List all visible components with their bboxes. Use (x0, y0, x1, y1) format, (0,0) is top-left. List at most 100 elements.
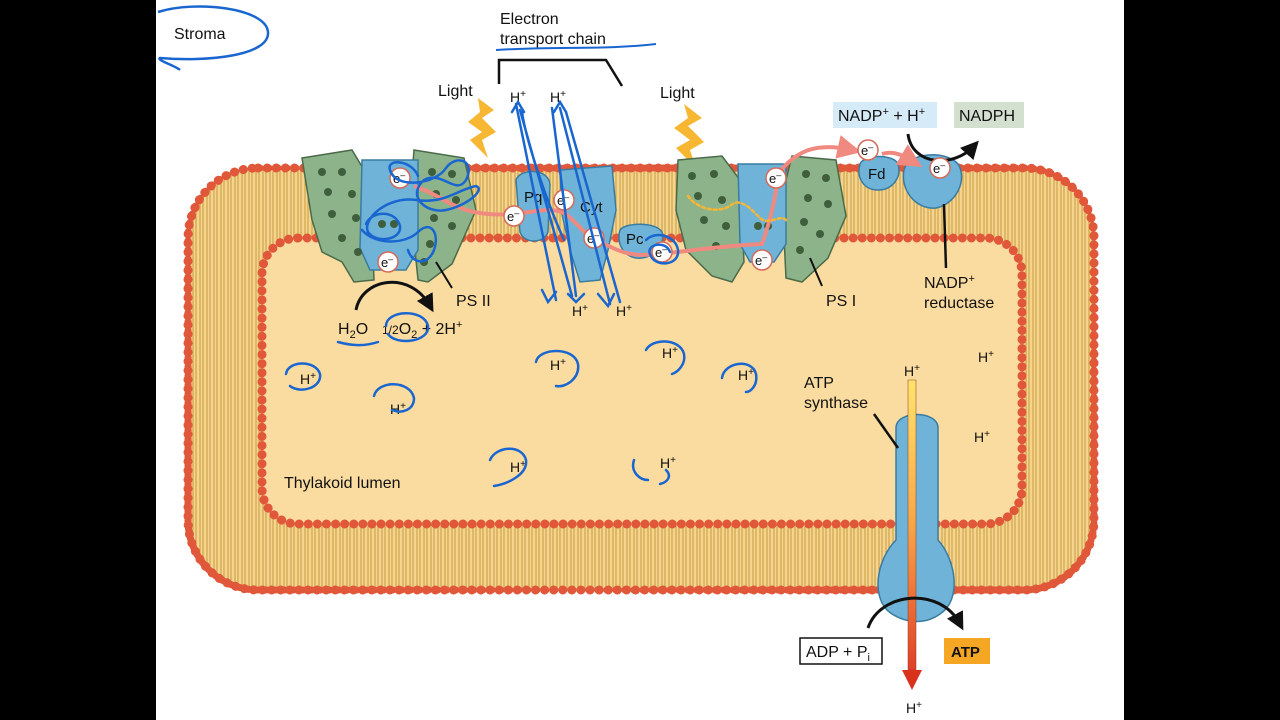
proton-lumen-4: H+ (390, 401, 406, 417)
atp-synthase: ATP synthase (804, 375, 964, 690)
annotation-proton-circle-7 (631, 458, 671, 486)
water-splitting-arrow (354, 280, 434, 313)
nadp-reductase-label-line2: reductase (924, 295, 994, 312)
ps1-label: PS I (826, 293, 856, 310)
proton-stroma-1: H+ (510, 89, 526, 105)
membrane-outer-heads (183, 163, 1099, 595)
proton-atp-top: H+ (904, 363, 920, 379)
svg-text:e–: e– (557, 192, 569, 208)
fd-shape (858, 155, 900, 191)
electron-markers: e– e– e– e– e– e– e– e– e– e– (377, 139, 951, 273)
ps1-pointer (809, 257, 823, 287)
annotation-circle-electron (644, 233, 680, 265)
annotation-proton-circle-6 (488, 447, 528, 488)
annotation-half-o2-circle (384, 312, 430, 343)
pc-label: Pc (626, 231, 644, 248)
proton-lumen-7: H+ (738, 367, 754, 383)
electron-8: e– (765, 167, 787, 189)
svg-text:NADP+ + H+: NADP+ + H+ (838, 106, 925, 125)
annotation-scribble-ps2-2 (360, 225, 437, 263)
svg-text:e–: e– (587, 230, 599, 246)
nadp-reductase-pointer (942, 203, 948, 269)
annotation-scribble-ps2 (364, 159, 480, 241)
proton-labels: H+ H+ H+ H+ H+ H+ H+ H+ H+ H+ H+ H+ H+ H… (300, 89, 994, 716)
annotation-proton-circle-2 (372, 383, 416, 413)
annotation-vertical-lines-pq (514, 102, 622, 306)
proton-lumen-2: H+ (616, 303, 632, 319)
proton-channel-arrowhead (902, 670, 922, 690)
etc-underline-annotation (495, 43, 657, 51)
ps2-pointer (435, 261, 453, 289)
nadph-label: NADPH (959, 108, 1015, 125)
annotation-proton-circle-4 (644, 340, 686, 376)
photosystem-ii (301, 149, 477, 283)
thylakoid-membrane (183, 163, 1099, 595)
svg-text:e–: e– (769, 170, 781, 186)
annotation-ps1-scribble (686, 194, 788, 223)
ps2-label: PS II (456, 293, 491, 310)
annotation-proton-circle-1 (284, 362, 322, 391)
atp-synthase-pointer (872, 413, 900, 449)
svg-text:e–: e– (933, 160, 945, 176)
electron-7: e– (751, 249, 773, 271)
ps2-pigments (318, 168, 460, 266)
nadph-product-box: NADPH (954, 102, 1024, 128)
nadp-reductase-label-line1: NADP+ (924, 273, 975, 292)
proton-stroma-2: H+ (550, 89, 566, 105)
etc-label-line1: Electron (500, 11, 559, 28)
proton-lumen-1: H+ (572, 303, 588, 319)
svg-text:e–: e– (755, 252, 767, 268)
proton-lumen-8: H+ (510, 459, 526, 475)
electron-10: e– (929, 157, 951, 179)
svg-text:e–: e– (861, 142, 873, 158)
water-label: H2O (338, 321, 368, 341)
annotation-arrows-down (540, 288, 616, 309)
atp-synthase-label-line1: ATP (804, 375, 834, 392)
lightning-icon-ps2 (468, 98, 496, 158)
thylakoid-lumen-label: Thylakoid lumen (284, 475, 401, 492)
etc-label-line2: transport chain (500, 31, 606, 48)
nadp-reactant-box: NADP+ + H+ (833, 102, 937, 128)
light-label-ps2: Light (438, 83, 473, 100)
stroma-label: Stroma (174, 26, 226, 43)
slide-canvas: Stroma Electron transport chain Light Li… (156, 0, 1124, 720)
photosynthesis-diagram: Stroma Electron transport chain Light Li… (157, 5, 1099, 716)
cyt-shape (559, 165, 617, 283)
pq-label: Pq (524, 189, 542, 206)
svg-text:ADP + Pi: ADP + Pi (806, 644, 870, 664)
electron-1: e– (389, 167, 411, 189)
water-splitting: H2O 1/2O2 + 2H+ (338, 280, 462, 341)
electron-2: e– (377, 251, 399, 273)
handwritten-annotations (284, 99, 788, 488)
stroma-annotation-circle (157, 5, 270, 71)
atp-box: ATP (944, 638, 990, 664)
svg-text:e–: e– (381, 254, 393, 270)
fd-label: Fd (868, 166, 886, 183)
atp-synthase-label-line2: synthase (804, 395, 868, 412)
light-label-ps1: Light (660, 85, 695, 102)
proton-lumen-11: H+ (974, 429, 990, 445)
svg-text:e–: e– (655, 244, 667, 260)
annotation-proton-circle-5 (720, 362, 758, 394)
etc-bracket (497, 58, 624, 87)
atp-label: ATP (951, 644, 980, 661)
proton-lumen-5: H+ (550, 357, 566, 373)
ferredoxin: Fd (858, 155, 900, 191)
proton-atp-bottom: H+ (906, 700, 922, 716)
proton-channel-bar (907, 379, 917, 671)
proton-lumen-6: H+ (662, 345, 678, 361)
proton-lumen-9: H+ (660, 455, 676, 471)
electron-flow-to-nadp (881, 144, 923, 167)
proton-lumen-3: H+ (300, 371, 316, 387)
annotation-proton-circle-3 (534, 349, 580, 388)
annotation-arrows-up (510, 99, 568, 114)
proton-lumen-10: H+ (978, 349, 994, 365)
electron-3: e– (503, 205, 525, 227)
adp-box: ADP + Pi (799, 637, 883, 665)
annotation-water-underline (336, 340, 380, 347)
electron-9: e– (857, 139, 879, 161)
lightning-icon-ps1 (674, 104, 704, 168)
svg-text:e–: e– (507, 208, 519, 224)
atp-reaction-arrow (866, 596, 964, 631)
